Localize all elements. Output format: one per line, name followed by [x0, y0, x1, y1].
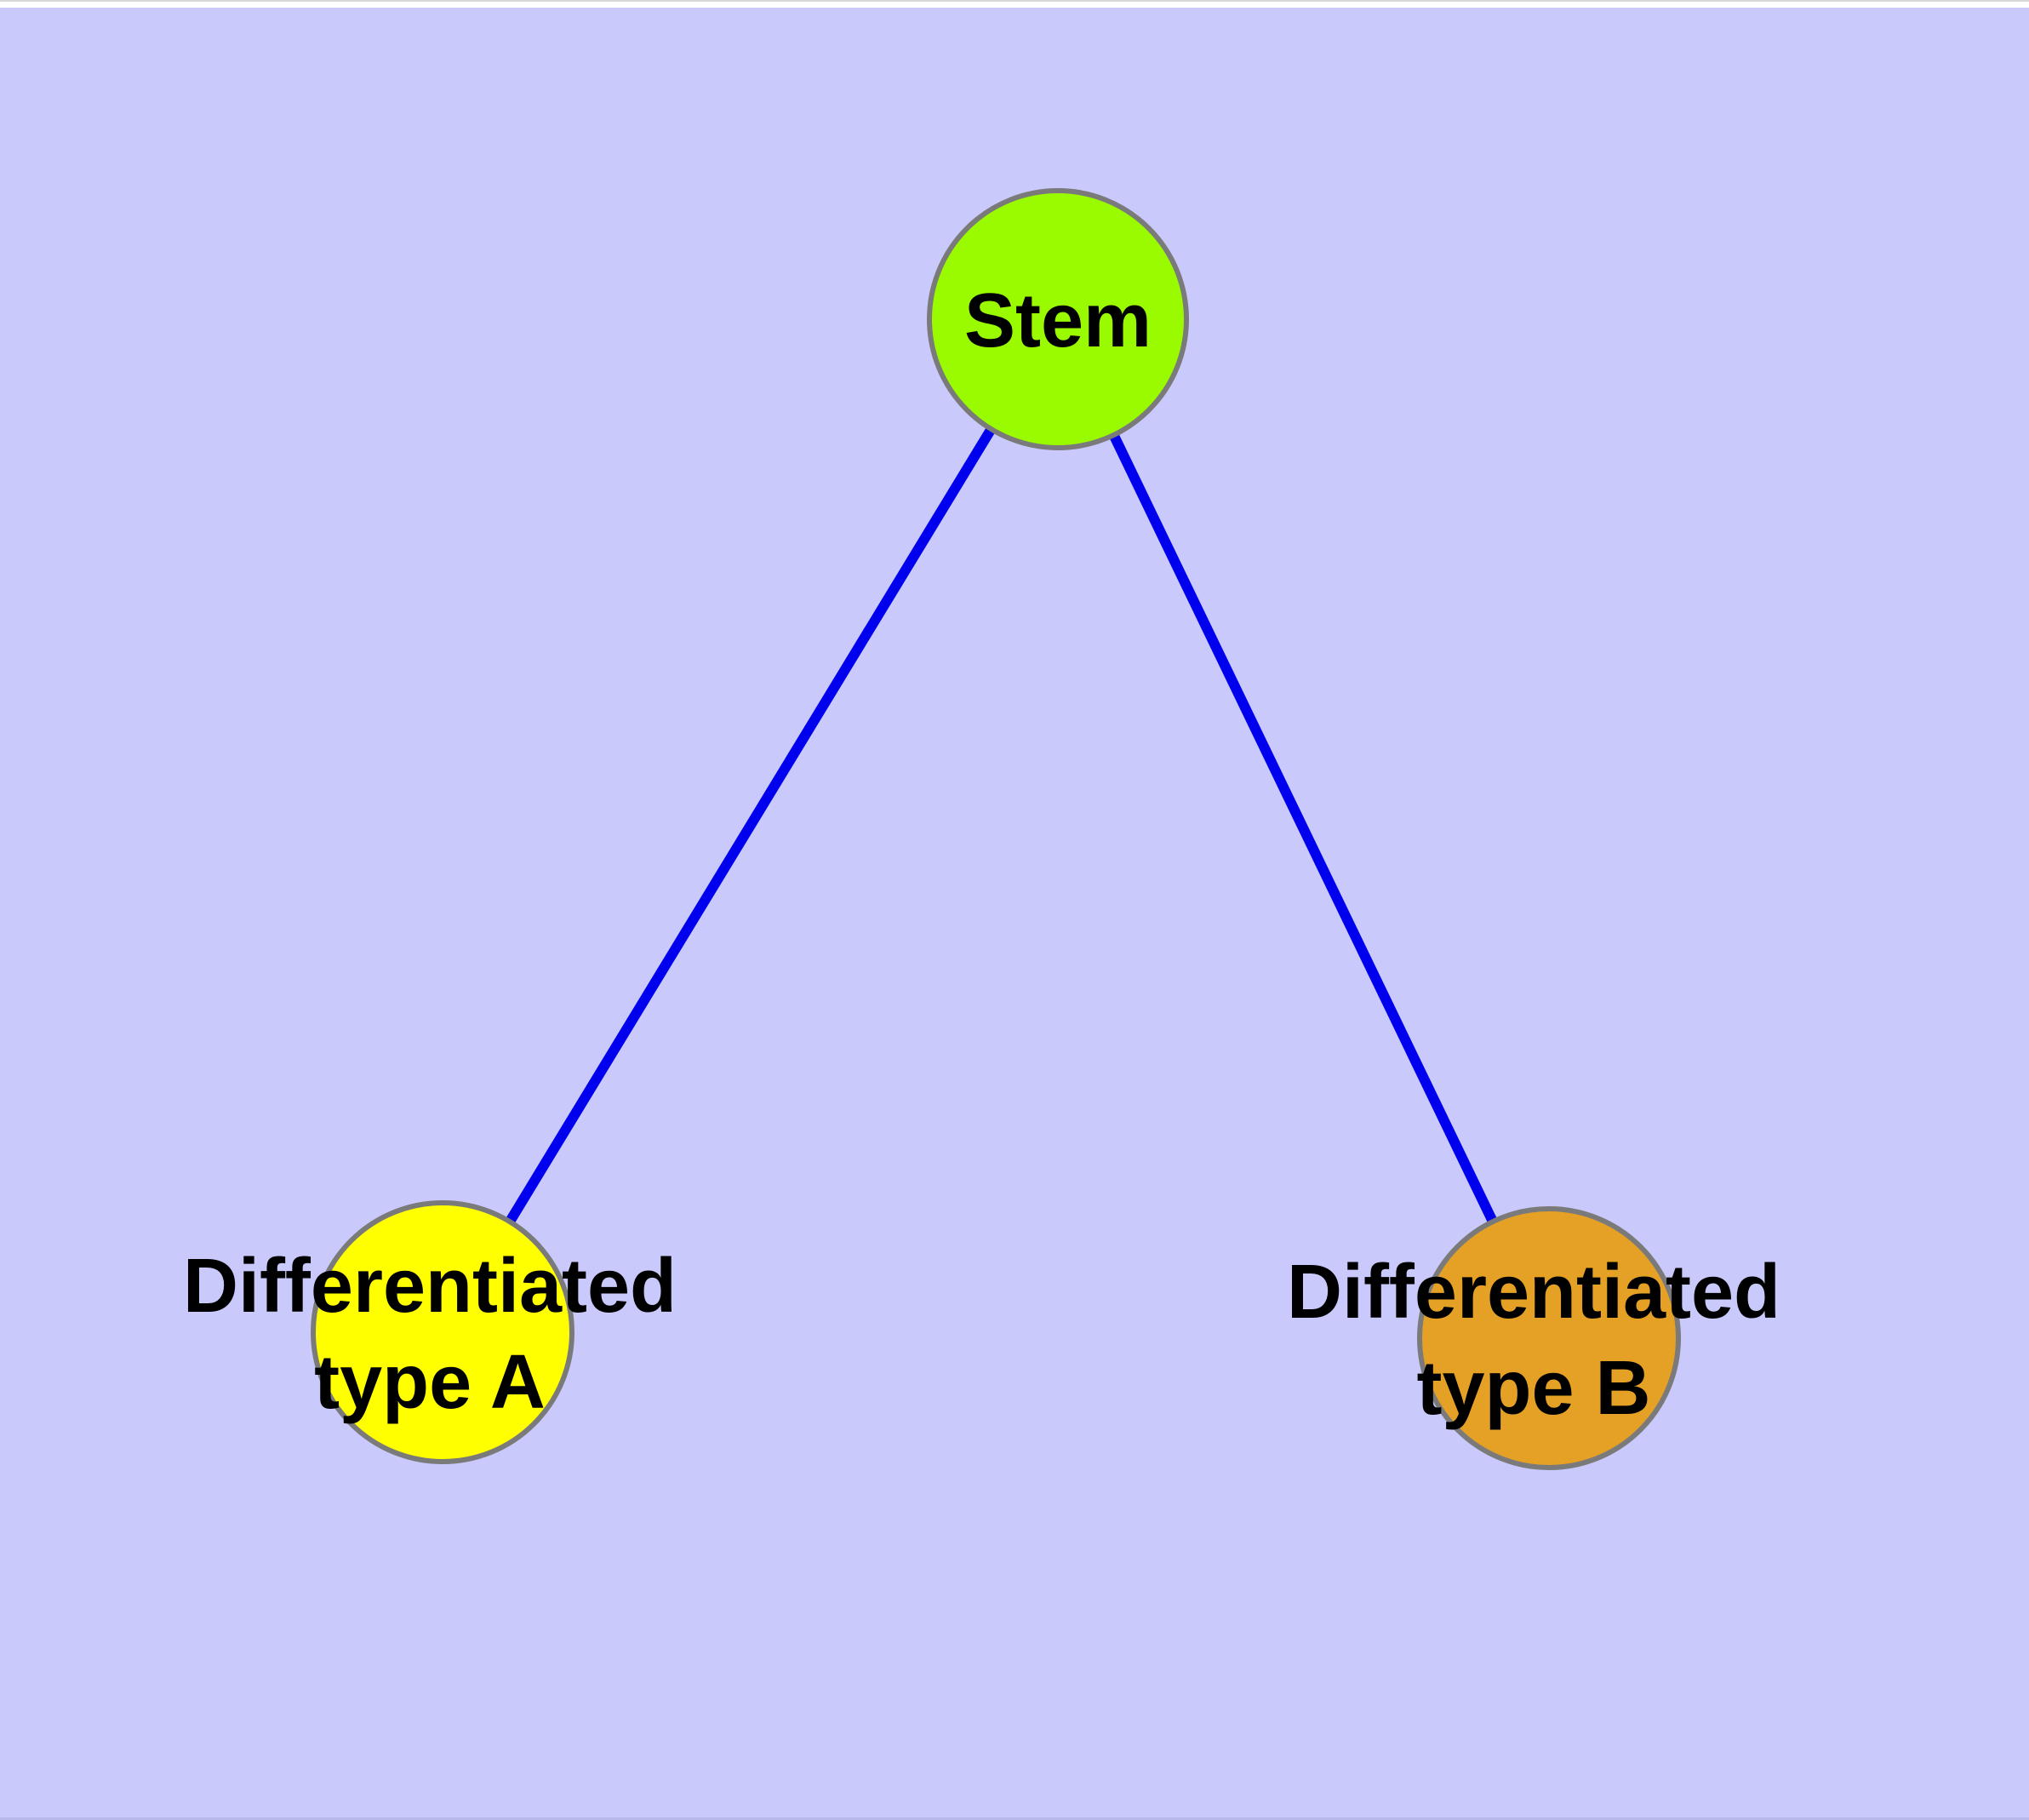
- node-differentiated-type-a: Differentiated type A: [183, 1200, 677, 1464]
- node-stem-circle: [927, 188, 1189, 450]
- node-differentiated-type-a-label-line2: type A: [314, 1340, 546, 1425]
- node-differentiated-type-b-label-line2: type B: [1416, 1346, 1650, 1431]
- node-differentiated-type-b-circle: [1417, 1206, 1681, 1470]
- node-differentiated-type-b: Differentiated type B: [1287, 1206, 1780, 1470]
- node-differentiated-type-b-label-line1: Differentiated: [1287, 1250, 1780, 1335]
- node-stem-label: Stem: [964, 278, 1152, 363]
- edge-stem-to-type-b: [1053, 317, 1554, 1341]
- window-bottom-edge: [0, 1817, 2029, 1820]
- node-stem: Stem: [927, 188, 1189, 450]
- edge-stem-to-type-a: [437, 316, 1063, 1336]
- window-top-edge: [0, 0, 2029, 8]
- node-differentiated-type-a-circle: [311, 1200, 574, 1464]
- node-differentiated-type-a-label-line1: Differentiated: [183, 1244, 677, 1329]
